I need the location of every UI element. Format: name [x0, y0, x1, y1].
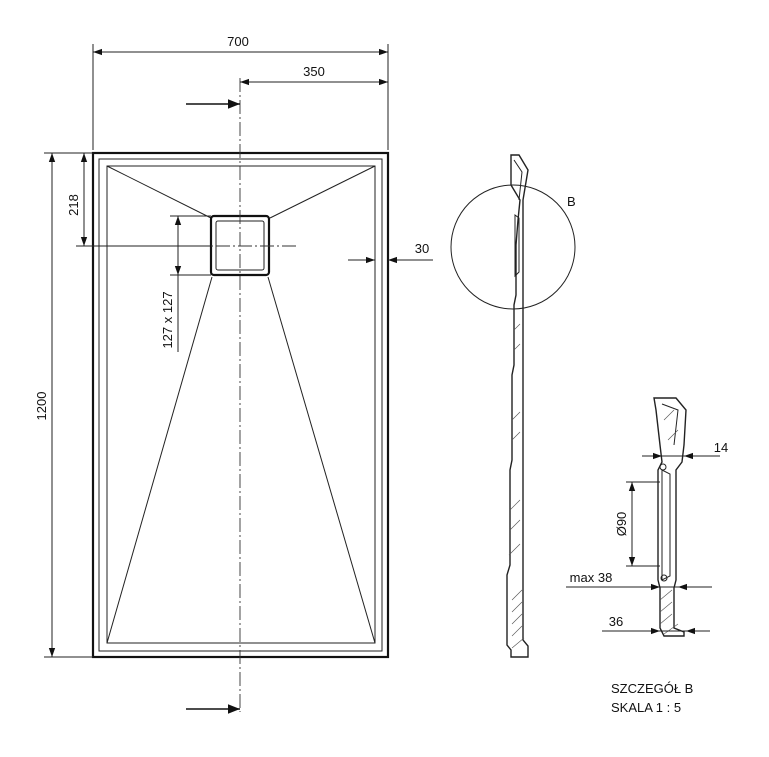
dimension-14: 14 [642, 440, 728, 460]
dimension-36: 36 [602, 614, 710, 635]
dim-label-30: 30 [415, 241, 429, 256]
section-hatch [508, 323, 525, 649]
dim-label-1200: 1200 [34, 392, 49, 421]
section-profile [506, 154, 529, 658]
detail-drain-body [661, 469, 671, 581]
dim-label-14: 14 [714, 440, 728, 455]
dimension-1200: 1200 [34, 152, 93, 658]
tray-outline [91, 151, 390, 659]
dim-label-drain-size: 127 x 127 [160, 291, 175, 348]
dim-label-max-38: max 38 [570, 570, 613, 585]
dim-label-36: 36 [609, 614, 623, 629]
detail-title-line1: SZCZEGÓŁ B [611, 681, 693, 696]
detail-title-line2: SKALA 1 : 5 [611, 700, 681, 715]
dimension-350: 350 [240, 64, 388, 86]
dimension-max-38: max 38 [566, 570, 712, 591]
dim-label-350: 350 [303, 64, 325, 79]
detail-callout-label: B [567, 194, 576, 209]
dimension-218: 218 [66, 153, 210, 247]
side-section-view: B [450, 154, 576, 658]
detail-hatch [659, 409, 679, 635]
plan-view [91, 78, 390, 714]
slope-lines [106, 165, 376, 644]
dim-label-700: 700 [227, 34, 249, 49]
dimension-700: 700 [92, 34, 389, 150]
tray-inner-rim [98, 158, 383, 652]
dim-label-diameter: Ø90 [614, 512, 629, 537]
dim-label-218: 218 [66, 194, 81, 216]
dimension-drain-size: 127 x 127 [160, 215, 211, 352]
tray-floor [106, 165, 376, 644]
detail-profile [653, 397, 687, 637]
dimension-diameter-90: Ø90 [614, 481, 660, 567]
detail-b-view [653, 397, 687, 637]
dimension-30: 30 [348, 241, 433, 264]
detail-callout-circle [450, 184, 576, 310]
